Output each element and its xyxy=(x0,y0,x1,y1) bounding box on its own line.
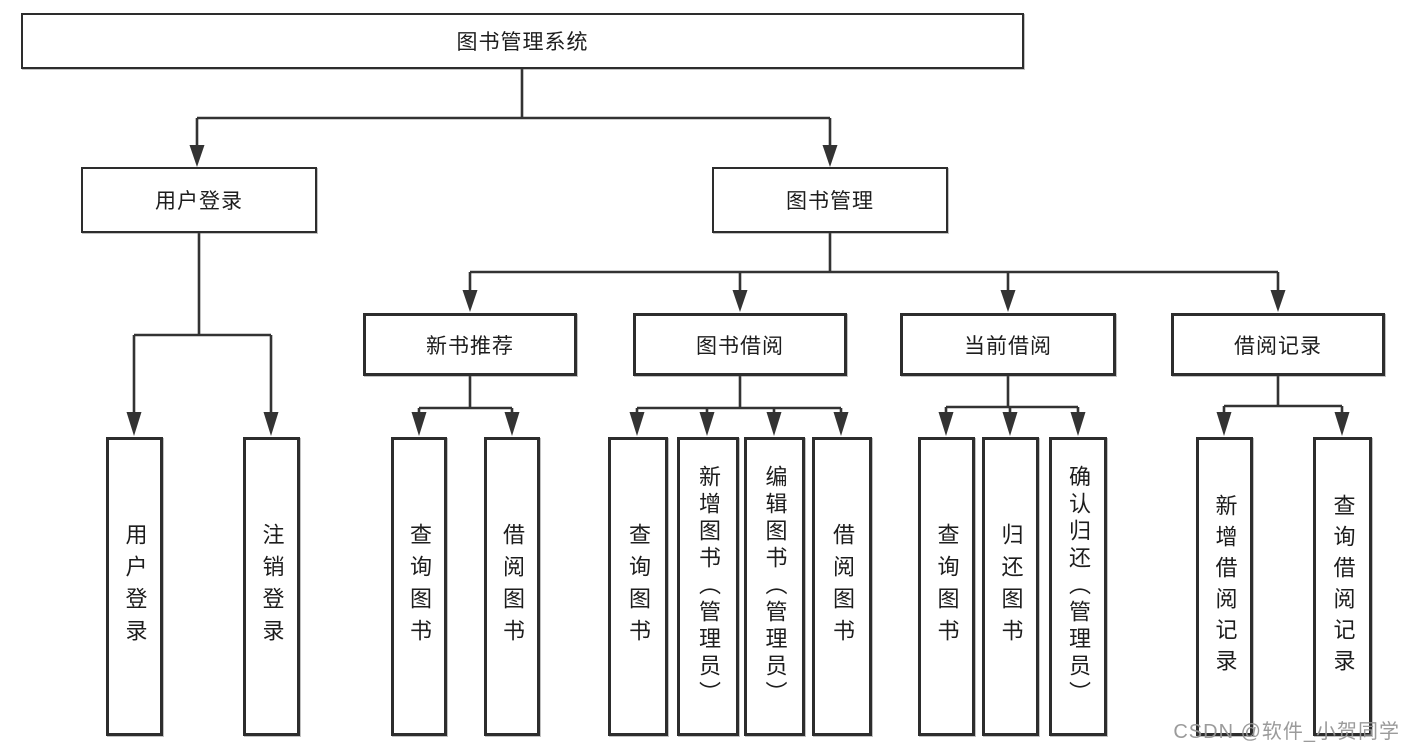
leaf-recommend-query-books-label: 查询图书 xyxy=(407,522,432,651)
node-root-label: 图书管理系统 xyxy=(456,31,589,54)
arrowhead xyxy=(504,412,520,436)
leaf-query-borrow-record: 查询借阅记录 xyxy=(1313,437,1372,736)
node-book-management: 图书管理 xyxy=(712,167,948,233)
node-book-borrow-label: 图书借阅 xyxy=(696,334,784,358)
leaf-query-borrow-record-label: 查询借阅记录 xyxy=(1330,493,1356,680)
leaf-recommend-borrow-books: 借阅图书 xyxy=(484,437,540,736)
arrowhead xyxy=(766,412,782,436)
node-new-book-recommend-label: 新书推荐 xyxy=(426,334,514,358)
connector-records-children xyxy=(1222,375,1344,414)
arrowhead xyxy=(629,412,645,436)
leaf-current-confirm-return-admin-label: 确认归还（管理员） xyxy=(1066,465,1091,708)
connector-borrow-children xyxy=(635,375,843,414)
leaf-current-return-books-label: 归还图书 xyxy=(998,522,1024,651)
arrowhead xyxy=(732,290,748,312)
arrowhead xyxy=(462,290,478,312)
arrowhead xyxy=(938,412,954,436)
leaf-recommend-query-books: 查询图书 xyxy=(391,437,447,736)
leaf-borrow-query-books-label: 查询图书 xyxy=(626,522,651,651)
connector-recommend-children xyxy=(417,375,514,414)
arrowhead xyxy=(1070,412,1086,436)
node-new-book-recommend: 新书推荐 xyxy=(363,313,577,376)
leaf-borrow-edit-books-admin: 编辑图书（管理员） xyxy=(744,437,805,736)
leaf-recommend-borrow-books-label: 借阅图书 xyxy=(500,522,525,651)
arrowhead xyxy=(263,412,279,436)
leaf-borrow-add-books-admin: 新增图书（管理员） xyxy=(677,437,739,736)
node-user-login-label: 用户登录 xyxy=(155,190,243,213)
leaf-user-login: 用户登录 xyxy=(106,437,163,736)
arrowhead xyxy=(822,145,838,167)
connector-current-children xyxy=(944,375,1080,414)
node-current-borrow-label: 当前借阅 xyxy=(964,334,1052,358)
arrowheads xyxy=(126,145,1350,436)
arrowhead xyxy=(1002,412,1018,436)
arrowhead xyxy=(189,145,205,167)
leaf-add-borrow-record: 新增借阅记录 xyxy=(1196,437,1253,736)
leaf-current-confirm-return-admin: 确认归还（管理员） xyxy=(1049,437,1107,736)
node-user-login: 用户登录 xyxy=(81,167,317,233)
leaf-add-borrow-record-label: 新增借阅记录 xyxy=(1212,493,1238,680)
node-book-borrow: 图书借阅 xyxy=(633,313,847,376)
arrowhead xyxy=(411,412,427,436)
leaf-logout-label: 注销登录 xyxy=(259,522,285,651)
node-root-system: 图书管理系统 xyxy=(21,13,1024,69)
arrowhead xyxy=(699,412,715,436)
arrowhead xyxy=(1000,290,1016,312)
connector-management-children xyxy=(468,232,1280,292)
leaf-borrow-borrow-books: 借阅图书 xyxy=(812,437,872,736)
node-borrow-records-label: 借阅记录 xyxy=(1234,334,1322,358)
leaf-current-return-books: 归还图书 xyxy=(982,437,1039,736)
connector-login-children xyxy=(132,232,273,414)
leaf-current-query-books: 查询图书 xyxy=(918,437,975,736)
arrowhead xyxy=(833,412,849,436)
leaf-borrow-add-books-admin-label: 新增图书（管理员） xyxy=(696,465,721,708)
node-current-borrow: 当前借阅 xyxy=(900,313,1116,376)
leaf-user-login-label: 用户登录 xyxy=(122,522,148,651)
arrowhead xyxy=(126,412,142,436)
arrowhead xyxy=(1334,412,1350,436)
leaf-borrow-borrow-books-label: 借阅图书 xyxy=(830,522,855,651)
connector-root-to-level2 xyxy=(195,69,832,148)
leaf-logout: 注销登录 xyxy=(243,437,300,736)
node-borrow-records: 借阅记录 xyxy=(1171,313,1385,376)
leaf-borrow-edit-books-admin-label: 编辑图书（管理员） xyxy=(762,465,788,708)
arrowhead xyxy=(1216,412,1232,436)
leaf-borrow-query-books: 查询图书 xyxy=(608,437,668,736)
node-book-management-label: 图书管理 xyxy=(786,190,874,213)
arrowhead xyxy=(1270,290,1286,312)
leaf-current-query-books-label: 查询图书 xyxy=(934,522,960,651)
